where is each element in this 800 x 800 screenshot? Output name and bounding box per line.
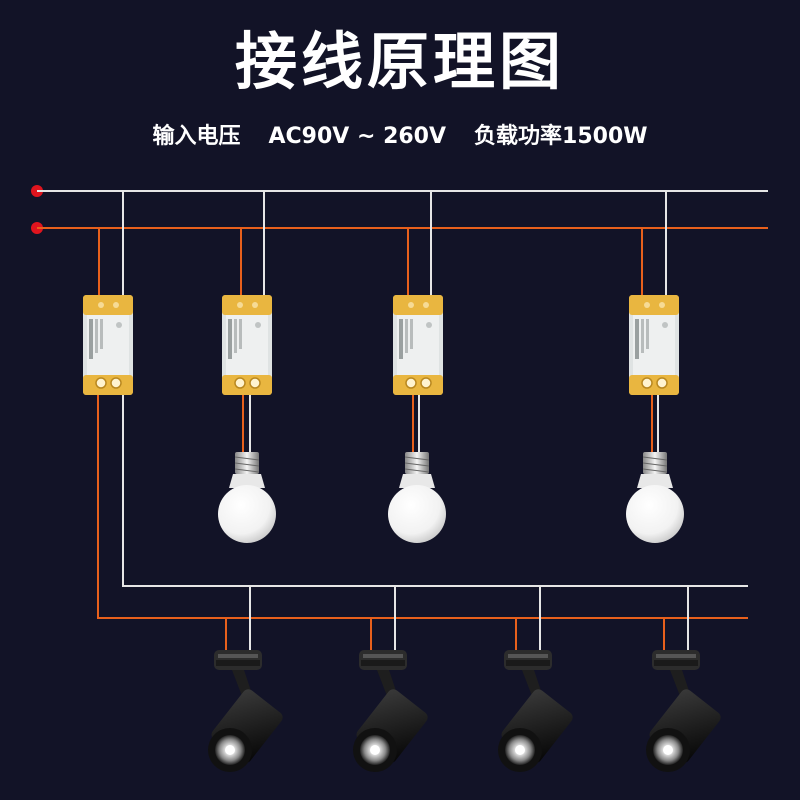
spotlight-feed-wires bbox=[225, 586, 689, 650]
track-spotlight-1 bbox=[208, 650, 286, 772]
spec-line: 输入电压 AC90V ~ 260V 负载功率1500W bbox=[0, 118, 800, 150]
input-voltage-label: 输入电压 bbox=[152, 124, 241, 149]
diagram-title: 接线原理图 bbox=[234, 25, 565, 98]
controller-module-3 bbox=[392, 294, 444, 396]
led-bulb-1 bbox=[217, 451, 277, 544]
controller-module-1 bbox=[82, 294, 134, 396]
bulb-feed-wires bbox=[242, 395, 659, 452]
controller-module-2 bbox=[221, 294, 273, 396]
input-voltage-value: AC90V ~ 260V bbox=[268, 124, 447, 149]
led-bulb-2 bbox=[387, 451, 447, 544]
track-spotlight-3 bbox=[498, 650, 576, 772]
load-power: 负载功率1500W bbox=[474, 124, 648, 149]
controller-feed-wires bbox=[98, 191, 667, 295]
controller-module-4 bbox=[628, 294, 680, 396]
led-bulb-3 bbox=[625, 451, 685, 544]
track-spotlight-2 bbox=[353, 650, 431, 772]
track-spotlight-4 bbox=[646, 650, 724, 772]
